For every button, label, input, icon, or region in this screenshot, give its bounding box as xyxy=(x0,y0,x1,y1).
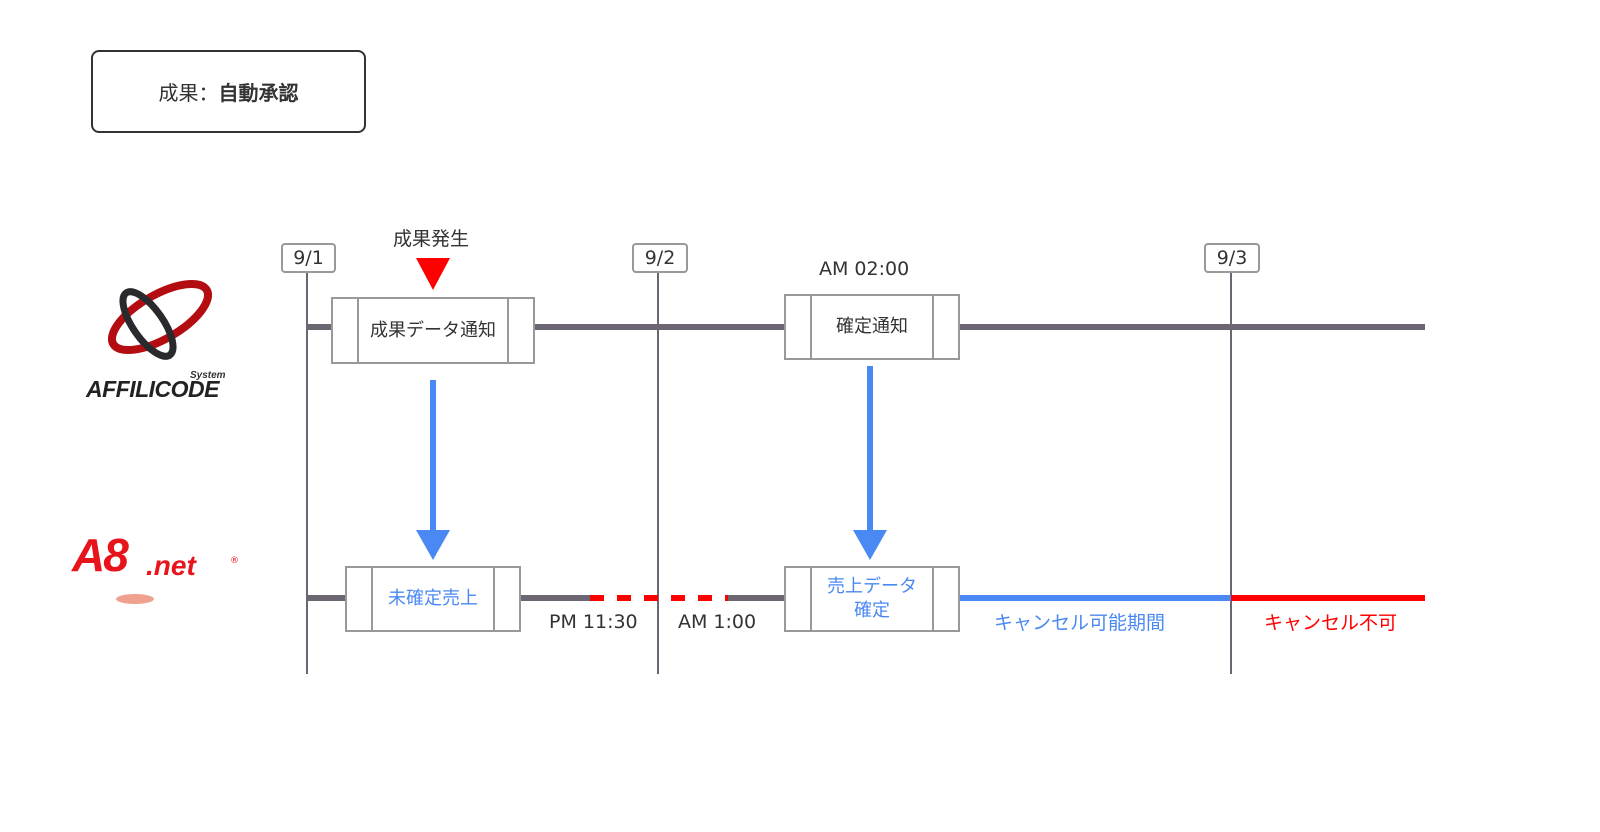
flow-arrow-2-head-icon xyxy=(853,530,887,560)
date-tag-9-3: 9/3 xyxy=(1204,243,1260,273)
bottom-timeline-grey-2 xyxy=(728,595,786,601)
confirm-time-label: AM 02:00 xyxy=(819,258,910,280)
process-unconfirmed-sales: 未確定売上 xyxy=(345,566,521,632)
flow-arrow-1-shaft xyxy=(430,380,436,532)
cancel-impossible-label: キャンセル不可 xyxy=(1264,612,1398,634)
date-line-9-1 xyxy=(306,272,308,674)
process-unconfirmed-sales-label: 未確定売上 xyxy=(388,588,478,609)
a8-shadow-ellipse xyxy=(116,594,154,604)
bottom-timeline-cancel-possible xyxy=(958,595,1231,601)
a8-text: A8 xyxy=(72,529,129,581)
time-end-label: AM 1:00 xyxy=(678,611,757,633)
process-sales-data-confirm-line1: 売上データ xyxy=(827,576,917,597)
affilicode-name: AFFILICODE xyxy=(86,376,220,402)
cancel-possible-label: キャンセル可能期間 xyxy=(994,612,1166,634)
affilicode-logo: System AFFILICODE xyxy=(80,262,240,407)
a8-registered-mark: ® xyxy=(230,556,239,566)
title-box: 成果：自動承認 xyxy=(91,50,366,133)
flow-arrow-2-shaft xyxy=(867,366,873,532)
process-result-notify-label: 成果データ通知 xyxy=(370,319,496,341)
bottom-timeline-cancel-impossible xyxy=(1231,595,1425,601)
a8net-logo: A8 .net ® xyxy=(72,528,242,608)
bottom-timeline-dashed-red xyxy=(590,595,728,601)
title-value: 自動承認 xyxy=(218,81,299,105)
date-line-9-2 xyxy=(657,272,659,674)
process-confirm-notify-label: 確定通知 xyxy=(836,316,908,337)
date-tag-9-1: 9/1 xyxy=(281,243,336,273)
flow-arrow-1-head-icon xyxy=(416,530,450,560)
date-tag-9-2: 9/2 xyxy=(632,243,688,273)
process-result-notify: 成果データ通知 xyxy=(331,297,535,364)
process-confirm-notify: 確定通知 xyxy=(784,294,960,360)
a8-net-text: .net xyxy=(146,550,196,581)
affilicode-system-text: System xyxy=(190,370,226,381)
affilicode-orbit-icon xyxy=(107,279,213,360)
event-marker-icon xyxy=(416,258,450,290)
date-line-9-3 xyxy=(1230,272,1232,674)
process-sales-data-confirm-line2: 確定 xyxy=(854,600,890,621)
title-prefix: 成果： xyxy=(158,81,219,105)
event-label: 成果発生 xyxy=(393,228,470,250)
time-start-label: PM 11:30 xyxy=(549,611,638,633)
process-sales-data-confirm: 売上データ 確定 xyxy=(784,566,960,632)
